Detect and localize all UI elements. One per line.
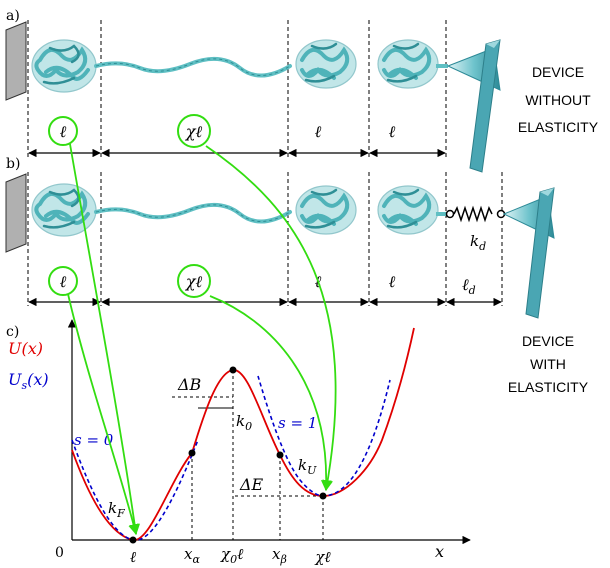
device-without-line1: DEVICE — [532, 64, 584, 80]
segment-label-a4: ℓ — [389, 122, 396, 141]
tick-chi-l: χℓ — [314, 548, 330, 566]
device-without-line3: ELASTICITY — [518, 119, 599, 135]
tick-l: ℓ — [130, 548, 136, 566]
tick-x-beta: xβ — [272, 545, 287, 566]
segment-label-a1: ℓ — [60, 122, 67, 141]
delta-e-label: ΔE — [239, 475, 264, 494]
segment-label-b1: ℓ — [60, 272, 67, 291]
device-tip-a — [446, 39, 501, 173]
protein-domain-b1 — [31, 183, 97, 237]
unfolded-chain-b — [94, 202, 292, 224]
x-axis-label: x — [435, 542, 444, 561]
device-tip-b — [502, 187, 555, 319]
curve-points — [129, 366, 327, 544]
protein-domain-b3 — [295, 185, 357, 235]
circle-l-a — [48, 116, 78, 146]
circle-chil-b — [177, 264, 211, 298]
wall-a — [5, 21, 27, 101]
s0-label: s = 0 — [74, 431, 114, 449]
panel-b-label: b) — [6, 156, 20, 172]
protein-domain-b4 — [377, 185, 439, 235]
device-with-line1: DEVICE — [522, 333, 574, 349]
circle-l-b — [48, 266, 78, 296]
device-with-line2: WITH — [530, 356, 566, 372]
spring-kd — [445, 205, 506, 223]
kU-label: kU — [298, 456, 317, 477]
k0-label: k0 — [236, 412, 252, 433]
segment-label-b2: χℓ — [185, 272, 203, 291]
delta-b-label: ΔB — [177, 375, 202, 394]
segment-label-b4: ℓ — [389, 272, 396, 291]
device-with-line3: ELASTICITY — [508, 379, 589, 395]
circle-chil-a — [177, 114, 211, 148]
u-curve-label: U(x) — [8, 339, 43, 358]
protein-domain-a1 — [31, 39, 97, 93]
protein-domain-a4 — [377, 39, 439, 89]
spring-constant-label: kd — [470, 232, 486, 253]
panel-a-label: a) — [6, 8, 20, 24]
panel-c-label: c) — [6, 324, 19, 340]
protein-domain-a3 — [295, 39, 357, 89]
origin-label: 0 — [55, 545, 64, 561]
separators-a — [27, 20, 447, 160]
unfolded-chain-a — [94, 56, 292, 78]
unfolded-chain-a-detail — [95, 58, 291, 76]
guide-lines — [172, 370, 324, 540]
s1-label: s = 1 — [278, 414, 317, 432]
segment-label-a3: ℓ — [315, 122, 322, 141]
us-curve-label: Us(x) — [8, 370, 49, 392]
device-without-line2: WITHOUT — [525, 92, 591, 108]
tick-x-alpha: xα — [184, 545, 200, 566]
separators-b — [27, 172, 503, 306]
segment-label-a2: χℓ — [185, 122, 203, 141]
segment-label-ld: ℓd — [462, 275, 476, 297]
green-arrows — [67, 143, 337, 536]
unfolded-chain-b-detail — [95, 204, 291, 222]
wall-b — [5, 173, 27, 253]
tick-chi0-l: χ0ℓ — [220, 545, 243, 566]
kF-label: kF — [108, 499, 125, 520]
